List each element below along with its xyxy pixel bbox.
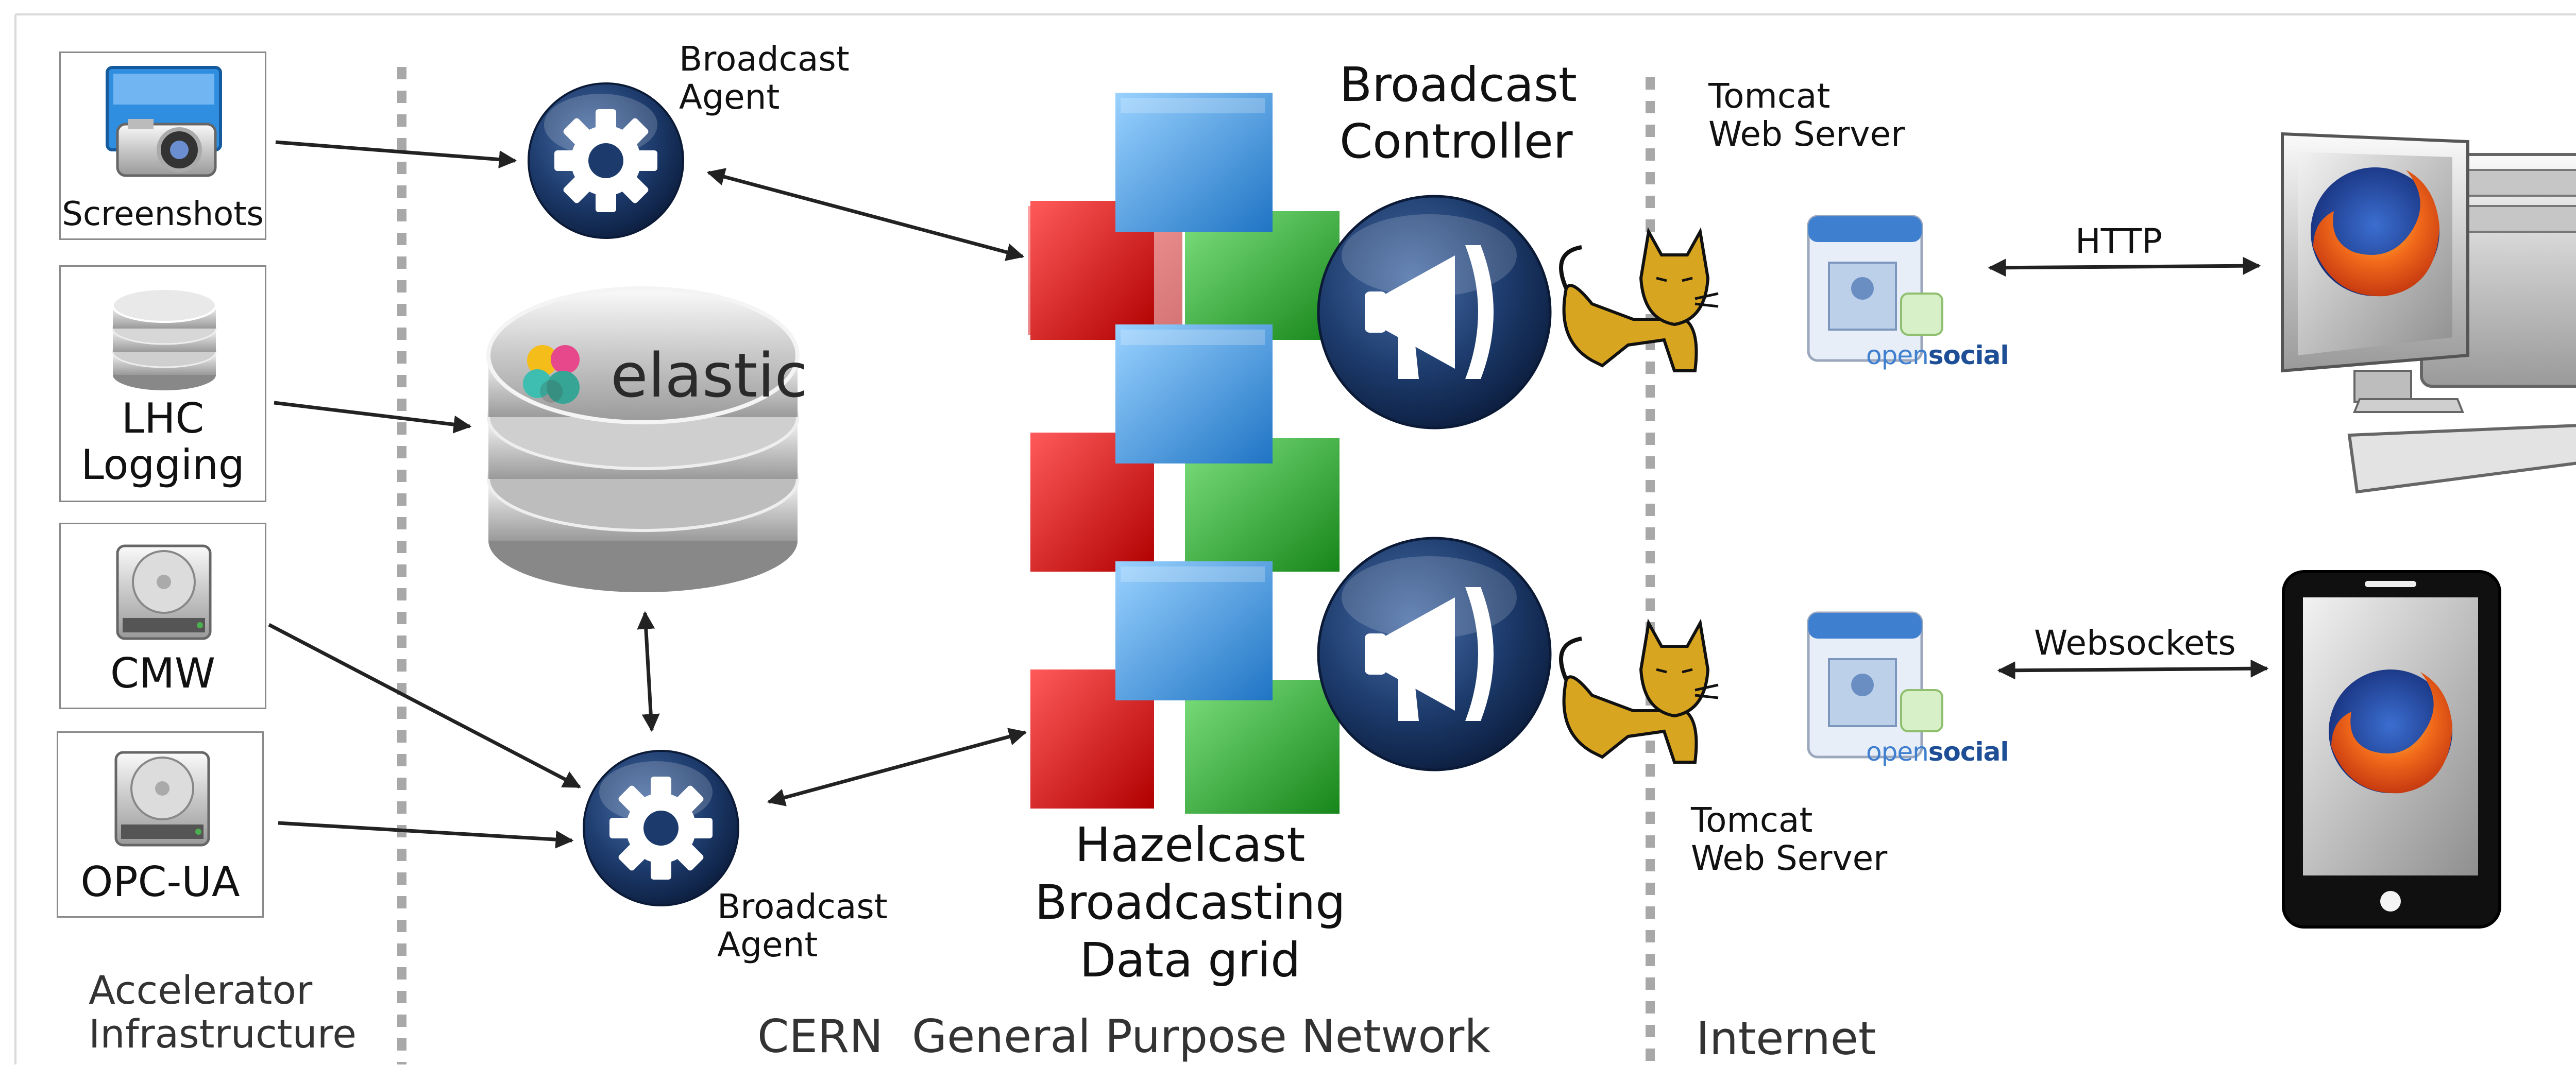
datagrid-label: Hazelcast Broadcasting Data grid (1020, 816, 1360, 990)
tomcat-bottom-line-2: Web Server (1691, 838, 1888, 878)
arrow-screenshots-agent (275, 140, 517, 169)
tomcat-icon (1559, 619, 1719, 764)
opensocial-bottom-suffix: social (1928, 737, 2009, 767)
camera-icon (106, 66, 222, 177)
lhc-logging-line-2: Logging (81, 440, 245, 489)
agent-top-line-2: Agent (679, 77, 780, 117)
tomcat-top-label: Tomcat Web Server (1708, 77, 1905, 153)
opensocial-top-prefix: open (1866, 340, 1929, 370)
websockets-label: Websockets (2034, 623, 2236, 663)
arrow-websockets (1997, 659, 2269, 680)
source-opcua: OPC-UA (57, 731, 264, 918)
controller-line-1: Broadcast (1340, 57, 1577, 112)
opensocial-top-label: opensocial (1866, 341, 2009, 370)
lhc-logging-line-1: LHC (121, 394, 205, 442)
screenshots-label: Screenshots (62, 195, 264, 233)
gear-icon (528, 82, 684, 239)
tomcat-icon (1559, 227, 1719, 372)
cube-icon (1028, 93, 1340, 814)
opensocial-bottom-prefix: open (1866, 737, 1929, 767)
arrow-elastic-agent (637, 611, 660, 732)
arrow-cmw-agent (268, 623, 582, 789)
hard-drive-icon (114, 751, 210, 847)
zone-cern-label: CERN General Purpose Network (757, 1010, 1491, 1063)
zone-accelerator-label: Accelerator Infrastructure (89, 968, 357, 1056)
http-label: HTTP (2075, 221, 2162, 261)
datagrid-line-1: Hazelcast (1075, 817, 1306, 872)
database-icon (112, 288, 217, 390)
datagrid-line-3: Data grid (1079, 933, 1301, 988)
elastic-label: elastic (611, 340, 808, 411)
opensocial-bottom-label: opensocial (1866, 737, 2009, 766)
agent-top-label: Broadcast Agent (679, 40, 850, 116)
megaphone-icon (1317, 195, 1552, 430)
arrow-agent-grid-bottom (767, 728, 1027, 806)
agent-bottom-label: Broadcast Agent (717, 888, 888, 964)
controller-line-2: Controller (1340, 114, 1573, 169)
datagrid-line-2: Broadcasting (1035, 875, 1346, 931)
zone-accelerator-line-2: Infrastructure (89, 1011, 357, 1057)
megaphone-icon (1317, 537, 1552, 771)
source-lhc-logging: LHC Logging (59, 265, 266, 502)
controller-label: Broadcast Controller (1340, 57, 1577, 170)
firefox-icon (2311, 167, 2439, 297)
tomcat-top-line-1: Tomcat (1708, 76, 1831, 116)
elastic-logo (486, 286, 800, 592)
arrow-agent-grid-top (706, 168, 1025, 261)
arrow-opcua-agent (278, 821, 574, 849)
gear-icon (583, 750, 739, 906)
firefox-icon (2329, 669, 2452, 794)
tomcat-top-line-2: Web Server (1708, 114, 1905, 154)
desktop-computer-icon (2281, 132, 2576, 494)
cmw-label: CMW (110, 649, 215, 697)
source-cmw: CMW (59, 523, 266, 709)
opensocial-icon (1807, 215, 1943, 362)
zone-accelerator-line-1: Accelerator (89, 967, 313, 1013)
agent-top-line-1: Broadcast (679, 39, 850, 79)
arrow-http (1988, 256, 2261, 277)
opensocial-top-suffix: social (1928, 340, 2009, 370)
opcua-label: OPC-UA (80, 858, 240, 906)
agent-bottom-line-2: Agent (717, 924, 818, 965)
tomcat-bottom-line-1: Tomcat (1691, 800, 1813, 840)
zone-internet-label: Internet (1696, 1012, 1876, 1065)
arrow-logging-elastic (274, 401, 472, 434)
tomcat-bottom-label: Tomcat Web Server (1691, 801, 1887, 878)
opensocial-icon (1807, 611, 1943, 759)
source-screenshots: Screenshots (59, 51, 266, 240)
lhc-logging-label: LHC Logging (61, 396, 265, 488)
agent-bottom-line-1: Broadcast (717, 887, 888, 926)
hard-drive-icon (116, 544, 212, 640)
